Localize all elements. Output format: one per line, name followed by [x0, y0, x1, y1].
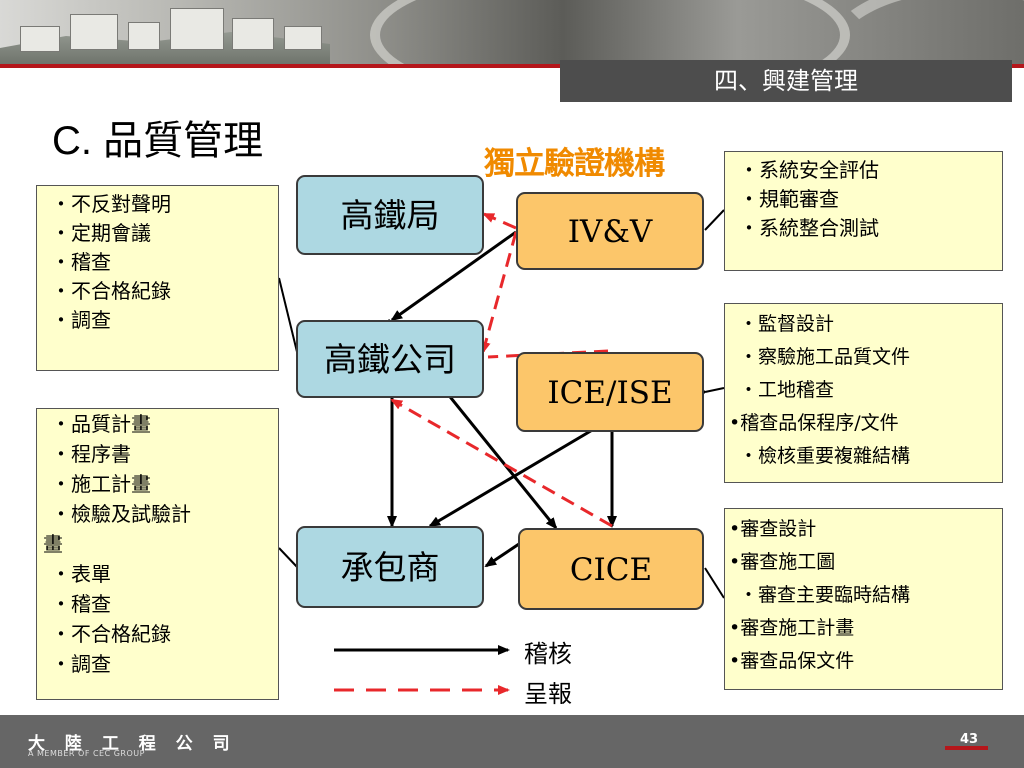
- box-left-bottom: ・品質計畫 ・程序書 ・施工計畫 ・檢驗及試驗計 畫 ・表單 ・稽查 ・不合格紀…: [36, 408, 279, 700]
- page-number-underline: [945, 746, 988, 750]
- connector-right-1: [704, 209, 725, 231]
- box-line: 畫: [43, 532, 63, 556]
- box-line: ・程序書: [51, 442, 131, 466]
- edge-ivv-report-thsrc: [480, 231, 518, 354]
- edge-ivv-to-thsrc: [390, 230, 517, 322]
- connector-left-top: [278, 277, 299, 357]
- node-cice: CICE: [518, 528, 704, 610]
- company-logo-text: 大 陸 工 程 公 司: [28, 734, 237, 754]
- node-thsrc-label: 高鐵公司: [324, 340, 456, 379]
- page-number: 43: [960, 732, 979, 747]
- connector-right-2: [704, 387, 725, 393]
- box-line: ・檢驗及試驗計: [51, 502, 191, 526]
- box-line: ・表單: [51, 562, 111, 586]
- page-title: C. 品質管理: [52, 119, 264, 163]
- box-line: ・施工計畫: [51, 472, 151, 496]
- box-line: ・調查: [51, 652, 111, 676]
- box-line: ・檢核重要複雜結構: [739, 445, 911, 467]
- box-line: ・不反對聲明: [51, 192, 171, 216]
- node-thsrb-label: 高鐵局: [340, 196, 440, 235]
- legend-solid-label: 稽核: [524, 640, 572, 668]
- header-red-rule: [0, 64, 1024, 68]
- box-line: ・監督設計: [739, 313, 835, 335]
- company-tagline: A MEMBER OF CEC GROUP: [28, 749, 145, 758]
- node-ivv-label: IV&V: [567, 214, 653, 250]
- node-ivv: IV&V: [516, 192, 704, 270]
- box-line: ・不合格紀錄: [51, 622, 171, 646]
- node-ice: ICE/ISE: [516, 352, 704, 432]
- box-line: ・審查主要臨時結構: [739, 584, 911, 606]
- node-thsrc: 高鐵公司: [296, 320, 484, 398]
- box-line: •審查品保文件: [729, 650, 855, 672]
- edge-ice-to-contractor: [428, 414, 617, 528]
- header-banner-image: [0, 0, 1024, 64]
- section-title: 四、興建管理: [560, 60, 1012, 102]
- box-line: •審查設計: [729, 518, 817, 540]
- box-line: ・規範審查: [739, 187, 839, 211]
- box-right-cice: •審查設計 •審查施工圖 ・審查主要臨時結構 •審查施工計畫 •審查品保文件: [724, 508, 1003, 690]
- edge-ivv-report-thsrb: [482, 212, 517, 230]
- box-right-ice: ・監督設計 ・察驗施工品質文件 ・工地稽查 •稽查品保程序/文件 ・檢核重要複雜…: [724, 303, 1003, 483]
- edge-cice-report-thsrc: [390, 398, 613, 528]
- connector-left-bottom: [278, 547, 299, 569]
- box-line: •稽查品保程序/文件: [729, 412, 899, 434]
- node-thsrb: 高鐵局: [296, 175, 484, 255]
- node-contractor: 承包商: [296, 526, 484, 608]
- box-line: ・系統安全評估: [739, 158, 879, 182]
- connector-right-3: [704, 567, 725, 599]
- node-ice-label: ICE/ISE: [547, 375, 673, 411]
- node-cice-label: CICE: [569, 552, 653, 588]
- box-line: •審查施工圖: [729, 551, 836, 573]
- box-left-top: ・不反對聲明 ・定期會議 ・稽查 ・不合格紀錄 ・調查: [36, 185, 279, 371]
- box-line: ・不合格紀錄: [51, 279, 171, 303]
- box-line: ・系統整合測試: [739, 216, 879, 240]
- box-line: ・工地稽查: [739, 379, 835, 401]
- node-contractor-label: 承包商: [340, 548, 440, 587]
- legend-dashed-label: 呈報: [524, 680, 572, 708]
- box-line: •審查施工計畫: [729, 617, 855, 639]
- box-line: ・察驗施工品質文件: [739, 346, 911, 368]
- box-line: ・調查: [51, 308, 111, 332]
- box-line: ・品質計畫: [51, 412, 151, 436]
- box-line: ・定期會議: [51, 221, 151, 245]
- box-line: ・稽查: [51, 592, 111, 616]
- footer-bar: [0, 715, 1024, 768]
- box-line: ・稽查: [51, 250, 111, 274]
- edge-ice-report-thsrc: [487, 349, 609, 359]
- box-right-ivv: ・系統安全評估 ・規範審查 ・系統整合測試: [724, 151, 1003, 271]
- independent-verification-label: 獨立驗證機構: [484, 146, 665, 182]
